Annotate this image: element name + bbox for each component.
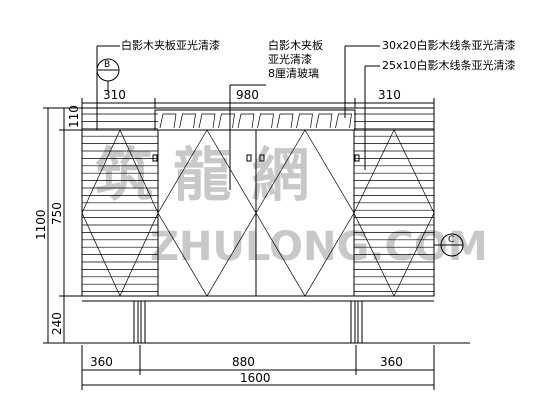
- top-dimensions: 310 980 310: [81, 88, 435, 108]
- callout-center-2: 亚光清漆: [268, 52, 312, 66]
- glass-pane: [159, 113, 177, 129]
- callout-center-1: 白影木夹板: [268, 38, 323, 52]
- callout-center-3: 8厘清玻璃: [268, 66, 319, 80]
- glass-pane: [335, 113, 352, 129]
- dim-bottom-center: 880: [232, 355, 255, 369]
- watermark-latin: ZHULONG.COM: [150, 224, 488, 270]
- glass-pane: [276, 113, 294, 129]
- dim-top-left: 310: [103, 88, 126, 102]
- right-handle: [259, 154, 265, 162]
- dim-height-total: 1100: [34, 209, 48, 240]
- watermark: 筑 龍 網 ZHULONG.COM: [95, 141, 488, 270]
- glass-pane: [218, 113, 235, 129]
- left-dimensions: 1100 110 750 240: [34, 105, 82, 344]
- section-c-label: C: [448, 235, 454, 245]
- left-handle: [246, 154, 252, 162]
- dim-bottom-right: 360: [380, 355, 403, 369]
- side-diamonds: [81, 129, 435, 297]
- dim-total-width: 1600: [240, 371, 271, 385]
- callouts: 白影木夹板亚光清漆 白影木夹板 亚光清漆 8厘清玻璃 30x20白影木线条亚光清…: [121, 38, 516, 80]
- dim-top-right: 310: [378, 88, 401, 102]
- glass-display-strip: [154, 109, 356, 131]
- watermark-chinese: 筑 龍 網: [95, 141, 309, 209]
- section-marker-b: B: [96, 58, 120, 92]
- callout-right-1: 30x20白影木线条亚光清漆: [382, 38, 516, 52]
- callout-left-top: 白影木夹板亚光清漆: [121, 38, 220, 52]
- glass-pane: [257, 113, 274, 129]
- dim-left-top: 110: [67, 105, 81, 128]
- dim-bottom-left: 360: [90, 355, 113, 369]
- dim-left-middle: 750: [50, 202, 64, 225]
- callout-right-2: 25x10白影木线条亚光清漆: [382, 58, 516, 72]
- cabinet-legs: [60, 300, 470, 344]
- glass-pane: [296, 113, 313, 129]
- bottom-dimensions: 360 880 360 1600: [81, 345, 435, 390]
- section-marker-c: C: [434, 233, 464, 257]
- callout-leaders: [96, 45, 380, 190]
- section-b-label: B: [104, 60, 110, 70]
- dim-top-center: 980: [236, 88, 259, 102]
- glass-pane: [179, 113, 196, 129]
- dim-left-bottom: 240: [50, 312, 64, 335]
- horizontal-slats: [82, 113, 434, 292]
- glass-pane: [198, 113, 216, 129]
- glass-pane: [315, 113, 333, 129]
- glass-pane: [237, 113, 255, 129]
